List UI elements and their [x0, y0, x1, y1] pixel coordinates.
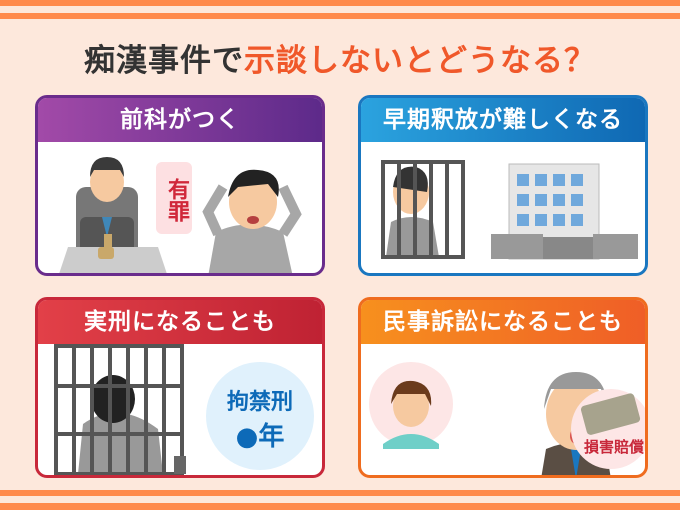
bottom-stripe-1	[0, 490, 680, 496]
sentence-bubble: 拘禁刑 ●年	[206, 362, 314, 470]
card-prison-sentence: 実刑になることも 拘禁刑 ●年	[35, 297, 325, 478]
top-stripe-1	[0, 0, 680, 6]
page-title: 痴漢事件で示談しないとどうなる？	[0, 35, 680, 80]
card-early-release-difficult: 早期釈放が難しくなる	[358, 95, 648, 276]
title-prefix: 痴漢事件で	[84, 43, 244, 79]
card-heading: 民事訴訟になることも	[361, 300, 645, 344]
jail-and-building-illustration	[381, 160, 638, 260]
top-stripe-2	[0, 13, 680, 19]
prisoner-illustration	[54, 344, 186, 475]
card-heading: 実刑になることも	[38, 300, 322, 344]
card-heading: 早期釈放が難しくなる	[361, 98, 645, 142]
sentence-years: ●年	[235, 422, 285, 452]
guilty-bubble: 有罪	[156, 162, 192, 234]
judge-illustration	[59, 157, 167, 273]
sentence-label: 拘禁刑	[226, 390, 293, 415]
bottom-stripe-2	[0, 503, 680, 510]
title-highlight: 示談しないとどうなる？	[244, 43, 596, 79]
card-criminal-record: 前科がつく 有罪	[35, 95, 325, 276]
lawyer-and-victim-illustration	[369, 362, 645, 475]
card-civil-lawsuit: 民事訴訟になることも 損害賠償	[358, 297, 648, 478]
damages-label: 損害賠償	[583, 438, 644, 456]
card-heading: 前科がつく	[38, 98, 322, 142]
